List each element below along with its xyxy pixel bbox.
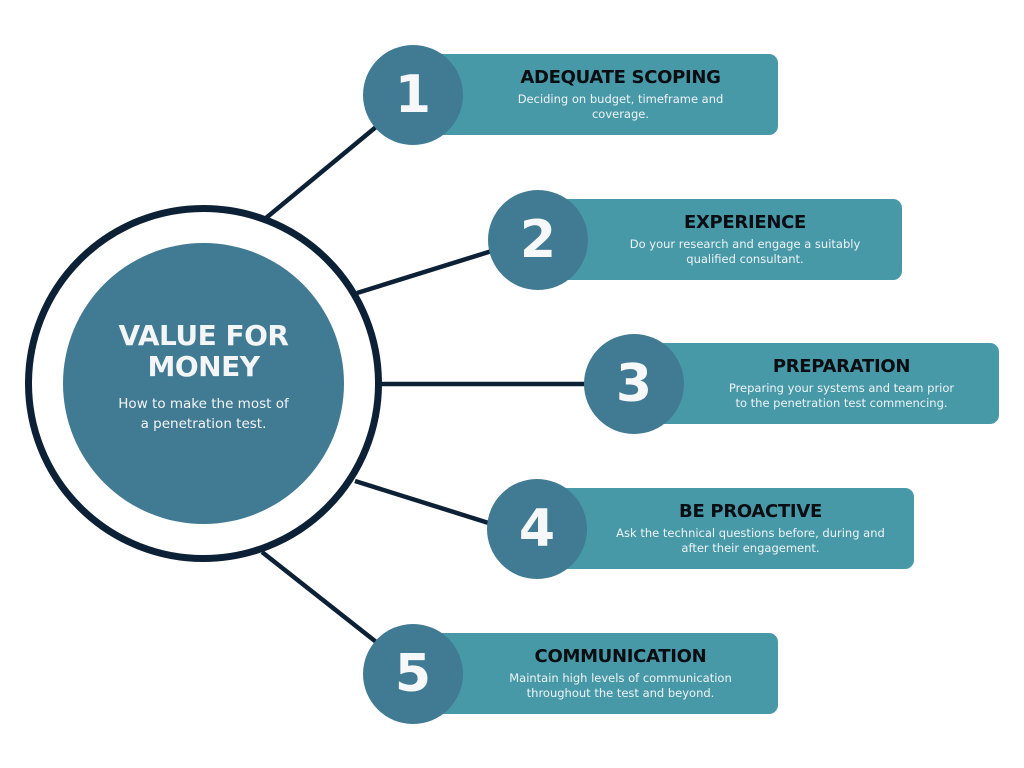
- step-description: Ask the technical questions before, duri…: [616, 526, 885, 555]
- connector-line-4: [354, 478, 496, 528]
- step-title: ADEQUATE SCOPING: [520, 67, 721, 88]
- step-number-badge: 2: [488, 190, 588, 290]
- step-1: ADEQUATE SCOPING Deciding on budget, tim…: [363, 45, 778, 145]
- step-card: COMMUNICATION Maintain high levels of co…: [403, 633, 778, 714]
- step-description: Maintain high levels of communication th…: [509, 671, 732, 700]
- step-4: BE PROACTIVE Ask the technical questions…: [487, 479, 914, 579]
- step-description: Do your research and engage a suitably q…: [629, 237, 861, 266]
- step-2: EXPERIENCE Do your research and engage a…: [488, 190, 902, 290]
- step-5: COMMUNICATION Maintain high levels of co…: [363, 624, 778, 724]
- step-description: Deciding on budget, timeframe and covera…: [517, 92, 724, 121]
- hub-circle: VALUE FOR MONEY How to make the most of …: [63, 243, 344, 524]
- step-card: EXPERIENCE Do your research and engage a…: [528, 199, 902, 280]
- step-description: Preparing your systems and team prior to…: [728, 381, 955, 410]
- step-number-badge: 4: [487, 479, 587, 579]
- connector-line-1: [264, 120, 384, 220]
- connector-line-2: [356, 247, 496, 296]
- step-card: BE PROACTIVE Ask the technical questions…: [527, 488, 914, 569]
- step-number-badge: 3: [584, 334, 684, 434]
- hub-subtitle: How to make the most of a penetration te…: [118, 395, 289, 432]
- step-number-badge: 5: [363, 624, 463, 724]
- step-card: ADEQUATE SCOPING Deciding on budget, tim…: [403, 54, 778, 135]
- step-title: EXPERIENCE: [683, 212, 807, 233]
- step-title: PREPARATION: [772, 356, 911, 377]
- step-3: PREPARATION Preparing your systems and t…: [584, 334, 999, 434]
- step-number-badge: 1: [363, 45, 463, 145]
- hub-title: VALUE FOR MONEY: [118, 318, 289, 383]
- connector-line-5: [260, 550, 382, 647]
- step-title: COMMUNICATION: [534, 646, 707, 667]
- step-card: PREPARATION Preparing your systems and t…: [624, 343, 999, 424]
- step-title: BE PROACTIVE: [679, 501, 822, 522]
